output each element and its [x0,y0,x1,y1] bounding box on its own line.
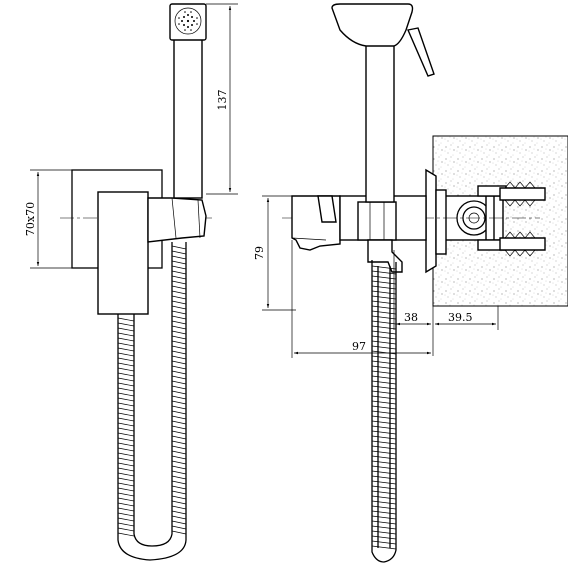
dim-70x70-label: 70x70 [24,202,37,236]
hose-ribs [117,245,187,537]
side-view: 79 38 39.5 97 [253,3,568,563]
spray-holes [178,11,198,31]
hand-shower-side [365,43,395,203]
hose-outline [117,242,187,561]
shower-head-side [331,3,414,47]
dim-79-label: 79 [253,246,266,260]
spray-face [174,7,202,35]
front-view: 137 70x70 [24,3,238,561]
dim-97-label: 97 [352,340,366,353]
union-nut [357,201,397,241]
shower-holder [147,197,207,243]
hand-shower-pipe [173,37,203,199]
wall-plate-side [425,168,437,274]
dim-137-label: 137 [216,90,229,111]
dim-39-5-label: 39.5 [448,311,473,324]
mixer-body [97,191,149,315]
wall-anchor-bottom [499,231,546,257]
trigger-lever [407,27,435,77]
dim-38-label: 38 [404,311,418,324]
wall-anchor-top [499,181,546,207]
hose-ribs-side [371,265,397,550]
